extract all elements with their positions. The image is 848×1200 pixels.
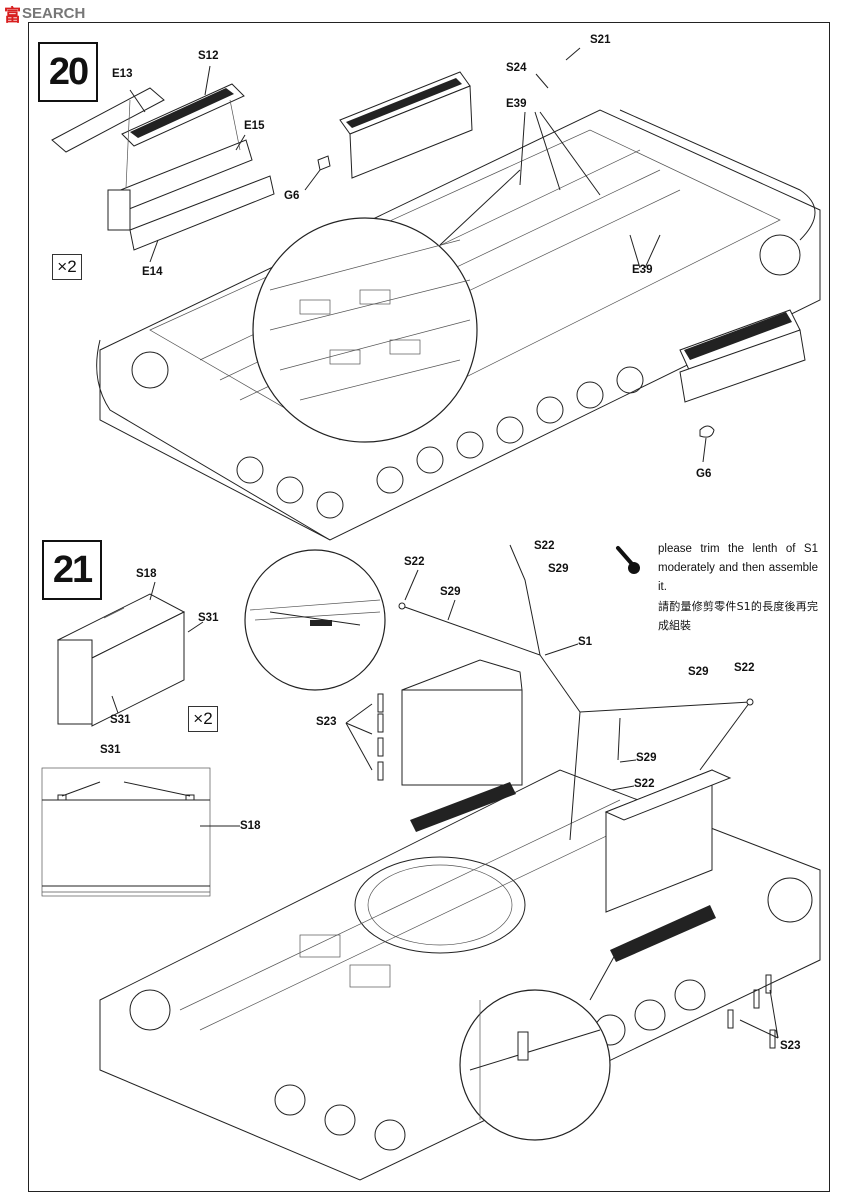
watermark-logo: 富 xyxy=(4,5,21,25)
step21-tank-hull xyxy=(99,659,821,1181)
label-e39-bottom: E39 xyxy=(632,264,653,276)
label-s24: S24 xyxy=(506,62,527,74)
label-g6-top: G6 xyxy=(284,190,300,202)
trim-instruction-note: please trim the lenth of S1 moderately a… xyxy=(658,540,818,635)
label-s12: S12 xyxy=(198,50,219,62)
note-chinese: 請酌量修剪零件S1的長度後再完成組裝 xyxy=(658,600,818,632)
label-s29-left: S29 xyxy=(440,586,461,598)
label-s22-mid: S22 xyxy=(634,778,655,790)
step21-exhaust-parts xyxy=(56,593,186,727)
label-g6-bottom: G6 xyxy=(696,468,712,480)
step20-exhaust-parts xyxy=(51,83,275,251)
label-s1: S1 xyxy=(578,636,593,648)
g6-part-top xyxy=(317,155,331,171)
label-e15: E15 xyxy=(244,120,265,132)
watermark-text: SEARCH xyxy=(22,4,86,22)
label-e14: E14 xyxy=(142,266,163,278)
label-s29-top: S29 xyxy=(548,563,569,575)
watermark: 富 SEARCH xyxy=(4,2,86,25)
label-e39-top: E39 xyxy=(506,98,527,110)
label-s23-left: S23 xyxy=(316,716,337,728)
label-s29-mid: S29 xyxy=(636,752,657,764)
page-frame xyxy=(28,22,830,1192)
step21-s23-bolts xyxy=(377,693,776,1049)
step21-multiplier: ×2 xyxy=(188,706,218,732)
label-s18-plan: S18 xyxy=(240,820,261,832)
step21-detail-magnifier-top xyxy=(244,549,386,691)
step20-leaders xyxy=(129,47,707,463)
label-e13: E13 xyxy=(112,68,133,80)
label-s22-top: S22 xyxy=(534,540,555,552)
step20-detail-magnifier xyxy=(252,169,521,443)
label-s29-right: S29 xyxy=(688,666,709,678)
step-number-20: 20 xyxy=(38,42,98,102)
step21-wire-s1 xyxy=(398,544,754,841)
trim-icon xyxy=(616,546,640,574)
label-s22-left: S22 xyxy=(404,556,425,568)
step21-plan-view xyxy=(41,767,211,897)
step21-detail-magnifier-bottom xyxy=(459,954,616,1141)
label-s18-top: S18 xyxy=(136,568,157,580)
step-number-21: 21 xyxy=(42,540,102,600)
step20-multiplier: ×2 xyxy=(52,254,82,280)
label-s23-right: S23 xyxy=(780,1040,801,1052)
g6-part-bottom xyxy=(699,425,715,438)
label-s31-right: S31 xyxy=(198,612,219,624)
label-s31-bottom: S31 xyxy=(110,714,131,726)
note-english: please trim the lenth of S1 moderately a… xyxy=(658,543,818,593)
label-s22-right: S22 xyxy=(734,662,755,674)
label-s21: S21 xyxy=(590,34,611,46)
step21-leaders xyxy=(61,569,779,1039)
label-s31-plan: S31 xyxy=(100,744,121,756)
